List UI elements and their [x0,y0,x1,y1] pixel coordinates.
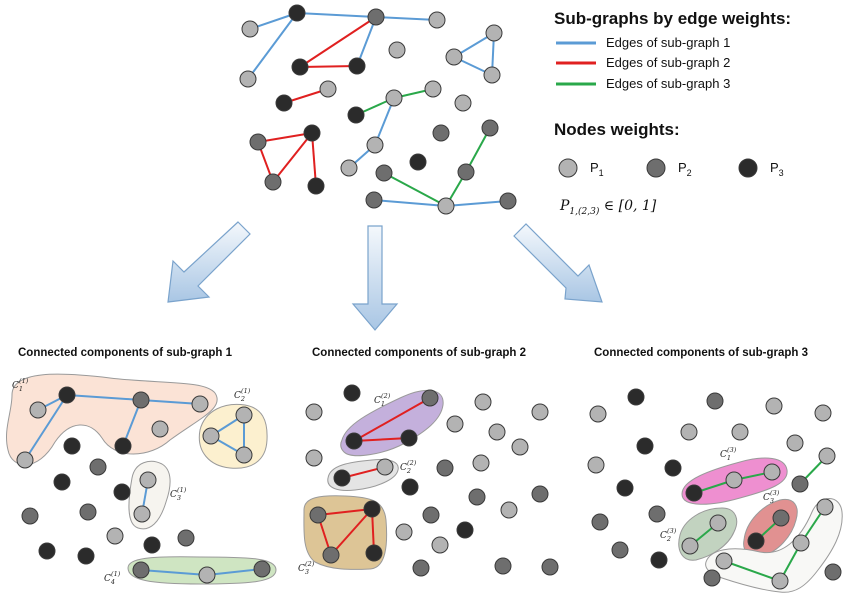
component-4-3-hull [705,498,843,593]
component-label-1-2: C1(2) [374,392,391,408]
top-nodes [239,4,517,215]
node-weight-formula: P1,(2,3) ∈ [0, 1] [559,198,657,217]
legend-edge-2-label: Edges of sub-graph 2 [606,55,730,70]
arrow-left [167,221,251,303]
top-graph [239,4,517,215]
arrow-right [513,223,603,303]
panel-3: C1(3) C3(3) C2(3) [587,388,843,593]
panel-1: C1(1) C2(1) C3(1) C4(1) [6,373,277,586]
panel-1-title: Connected components of sub-graph 1 [18,347,233,359]
nodes-legend-title: Nodes weights: [554,120,680,139]
component-label-2-3: C2(3) [660,527,677,543]
legend: Sub-graphs by edge weights: Edges of sub… [554,9,791,217]
component-label-3-1: C3(1) [170,486,187,502]
legend-node-p2 [646,158,666,178]
component-label-3-2: C3(2) [298,560,315,576]
panel-2-title: Connected components of sub-graph 2 [312,347,526,359]
legend-node-p1-label: P1 [590,160,604,178]
component-label-1-3: C1(3) [720,446,737,462]
legend-edge-3-label: Edges of sub-graph 3 [606,76,730,91]
legend-edge-1-label: Edges of sub-graph 1 [606,35,730,50]
arrow-middle [351,225,399,331]
component-label-1-1: C1(1) [12,377,29,393]
legend-node-p3-label: P3 [770,160,784,178]
edges-legend-title: Sub-graphs by edge weights: [554,9,791,28]
arrows [167,221,603,331]
component-label-3-3: C3(3) [763,489,780,505]
panel-2-nodes [305,384,559,577]
panel-2: C1(2) C2(2) C3(2) [298,384,559,577]
component-label-2-2: C2(2) [400,459,417,475]
component-1-1-hull [6,373,218,466]
top-edges-subgraph-2 [257,16,377,187]
panel-3-nodes [587,388,842,590]
component-label-2-1: C2(1) [234,387,251,403]
legend-node-p3 [738,158,758,178]
panel-1-nodes [16,386,271,584]
component-label-4-1: C4(1) [104,570,121,586]
legend-node-p1 [558,158,578,178]
panel-3-title: Connected components of sub-graph 3 [594,347,808,359]
legend-node-p2-label: P2 [678,160,692,178]
